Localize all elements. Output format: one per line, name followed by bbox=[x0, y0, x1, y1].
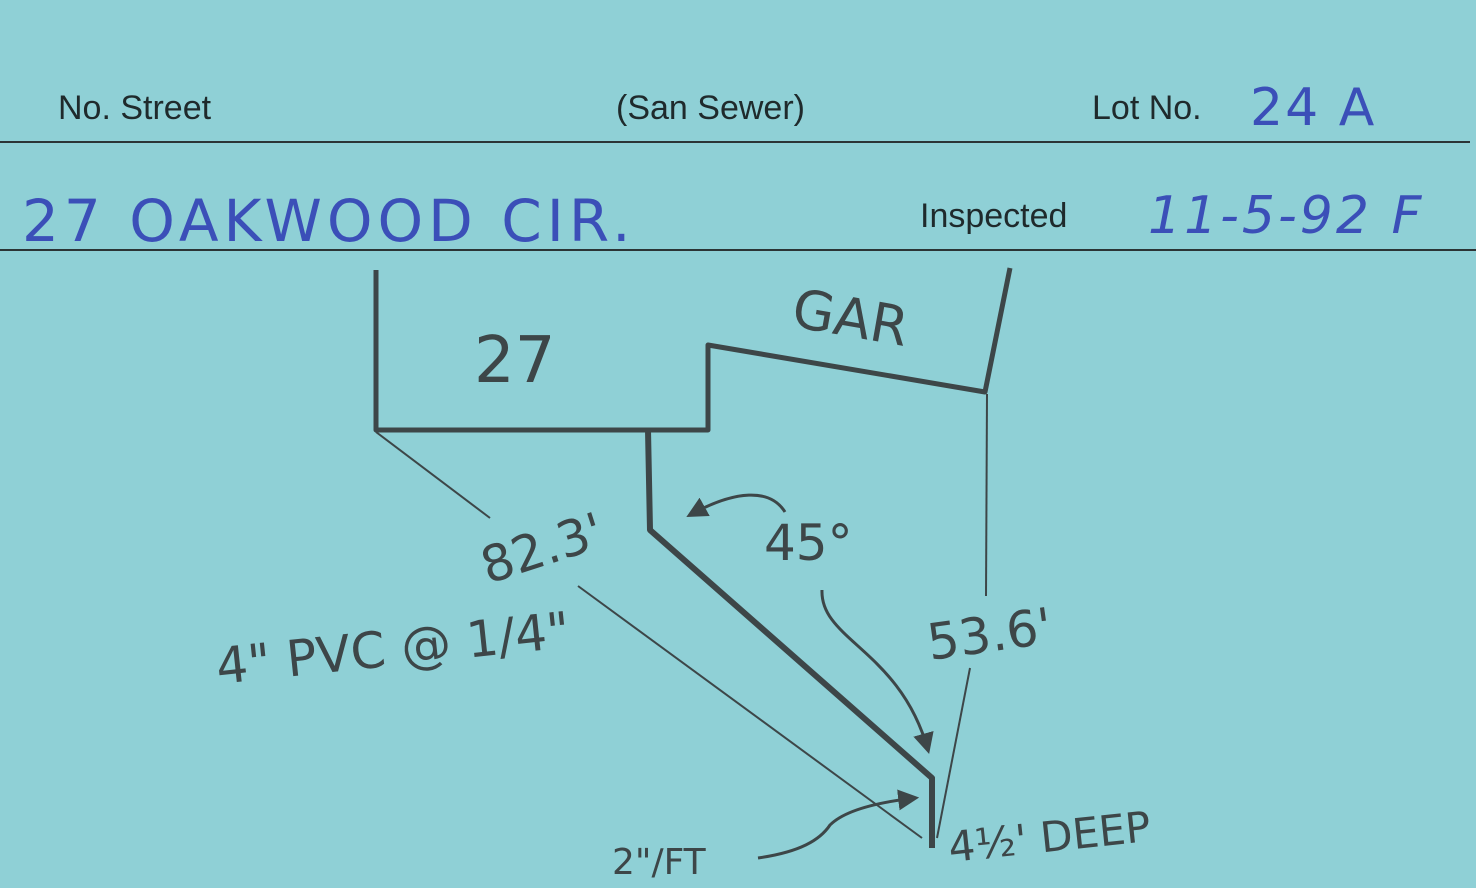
house-outline bbox=[373, 267, 1013, 433]
sewer-line bbox=[645, 429, 935, 848]
address-rule bbox=[0, 249, 1476, 251]
angle-to-bend-arrow-icon bbox=[820, 589, 934, 755]
tie-line-left-lower bbox=[577, 585, 923, 839]
angle-label: 45° bbox=[764, 514, 853, 572]
depth-label: 4½' DEEP bbox=[946, 802, 1153, 872]
distance-left-label: 82.3' bbox=[474, 502, 611, 596]
header-rule bbox=[0, 141, 1470, 143]
slope-label: 2"/FT bbox=[612, 842, 707, 883]
tie-line-right-upper bbox=[985, 393, 988, 597]
sewer-label: (San Sewer) bbox=[616, 89, 805, 127]
inspected-label: Inspected bbox=[920, 197, 1068, 235]
tie-line-left-upper bbox=[375, 431, 491, 519]
inspected-value: 11-5-92 F bbox=[1148, 186, 1425, 246]
angle-arrow-icon bbox=[686, 493, 787, 518]
house-label: 27 bbox=[474, 324, 555, 398]
garage-label: GAR bbox=[788, 277, 913, 359]
street-label: No. Street bbox=[58, 89, 212, 127]
lot-label: Lot No. bbox=[1092, 89, 1202, 127]
pipe-spec-label: 4" PVC @ 1/4" bbox=[213, 601, 572, 696]
distance-right-label: 53.6' bbox=[924, 597, 1056, 672]
address-value: 27 OAKWOOD CIR. bbox=[22, 187, 636, 255]
slope-arrow-icon bbox=[757, 789, 920, 860]
tie-line-right-lower bbox=[936, 667, 971, 839]
lot-value: 24 A bbox=[1250, 78, 1377, 138]
